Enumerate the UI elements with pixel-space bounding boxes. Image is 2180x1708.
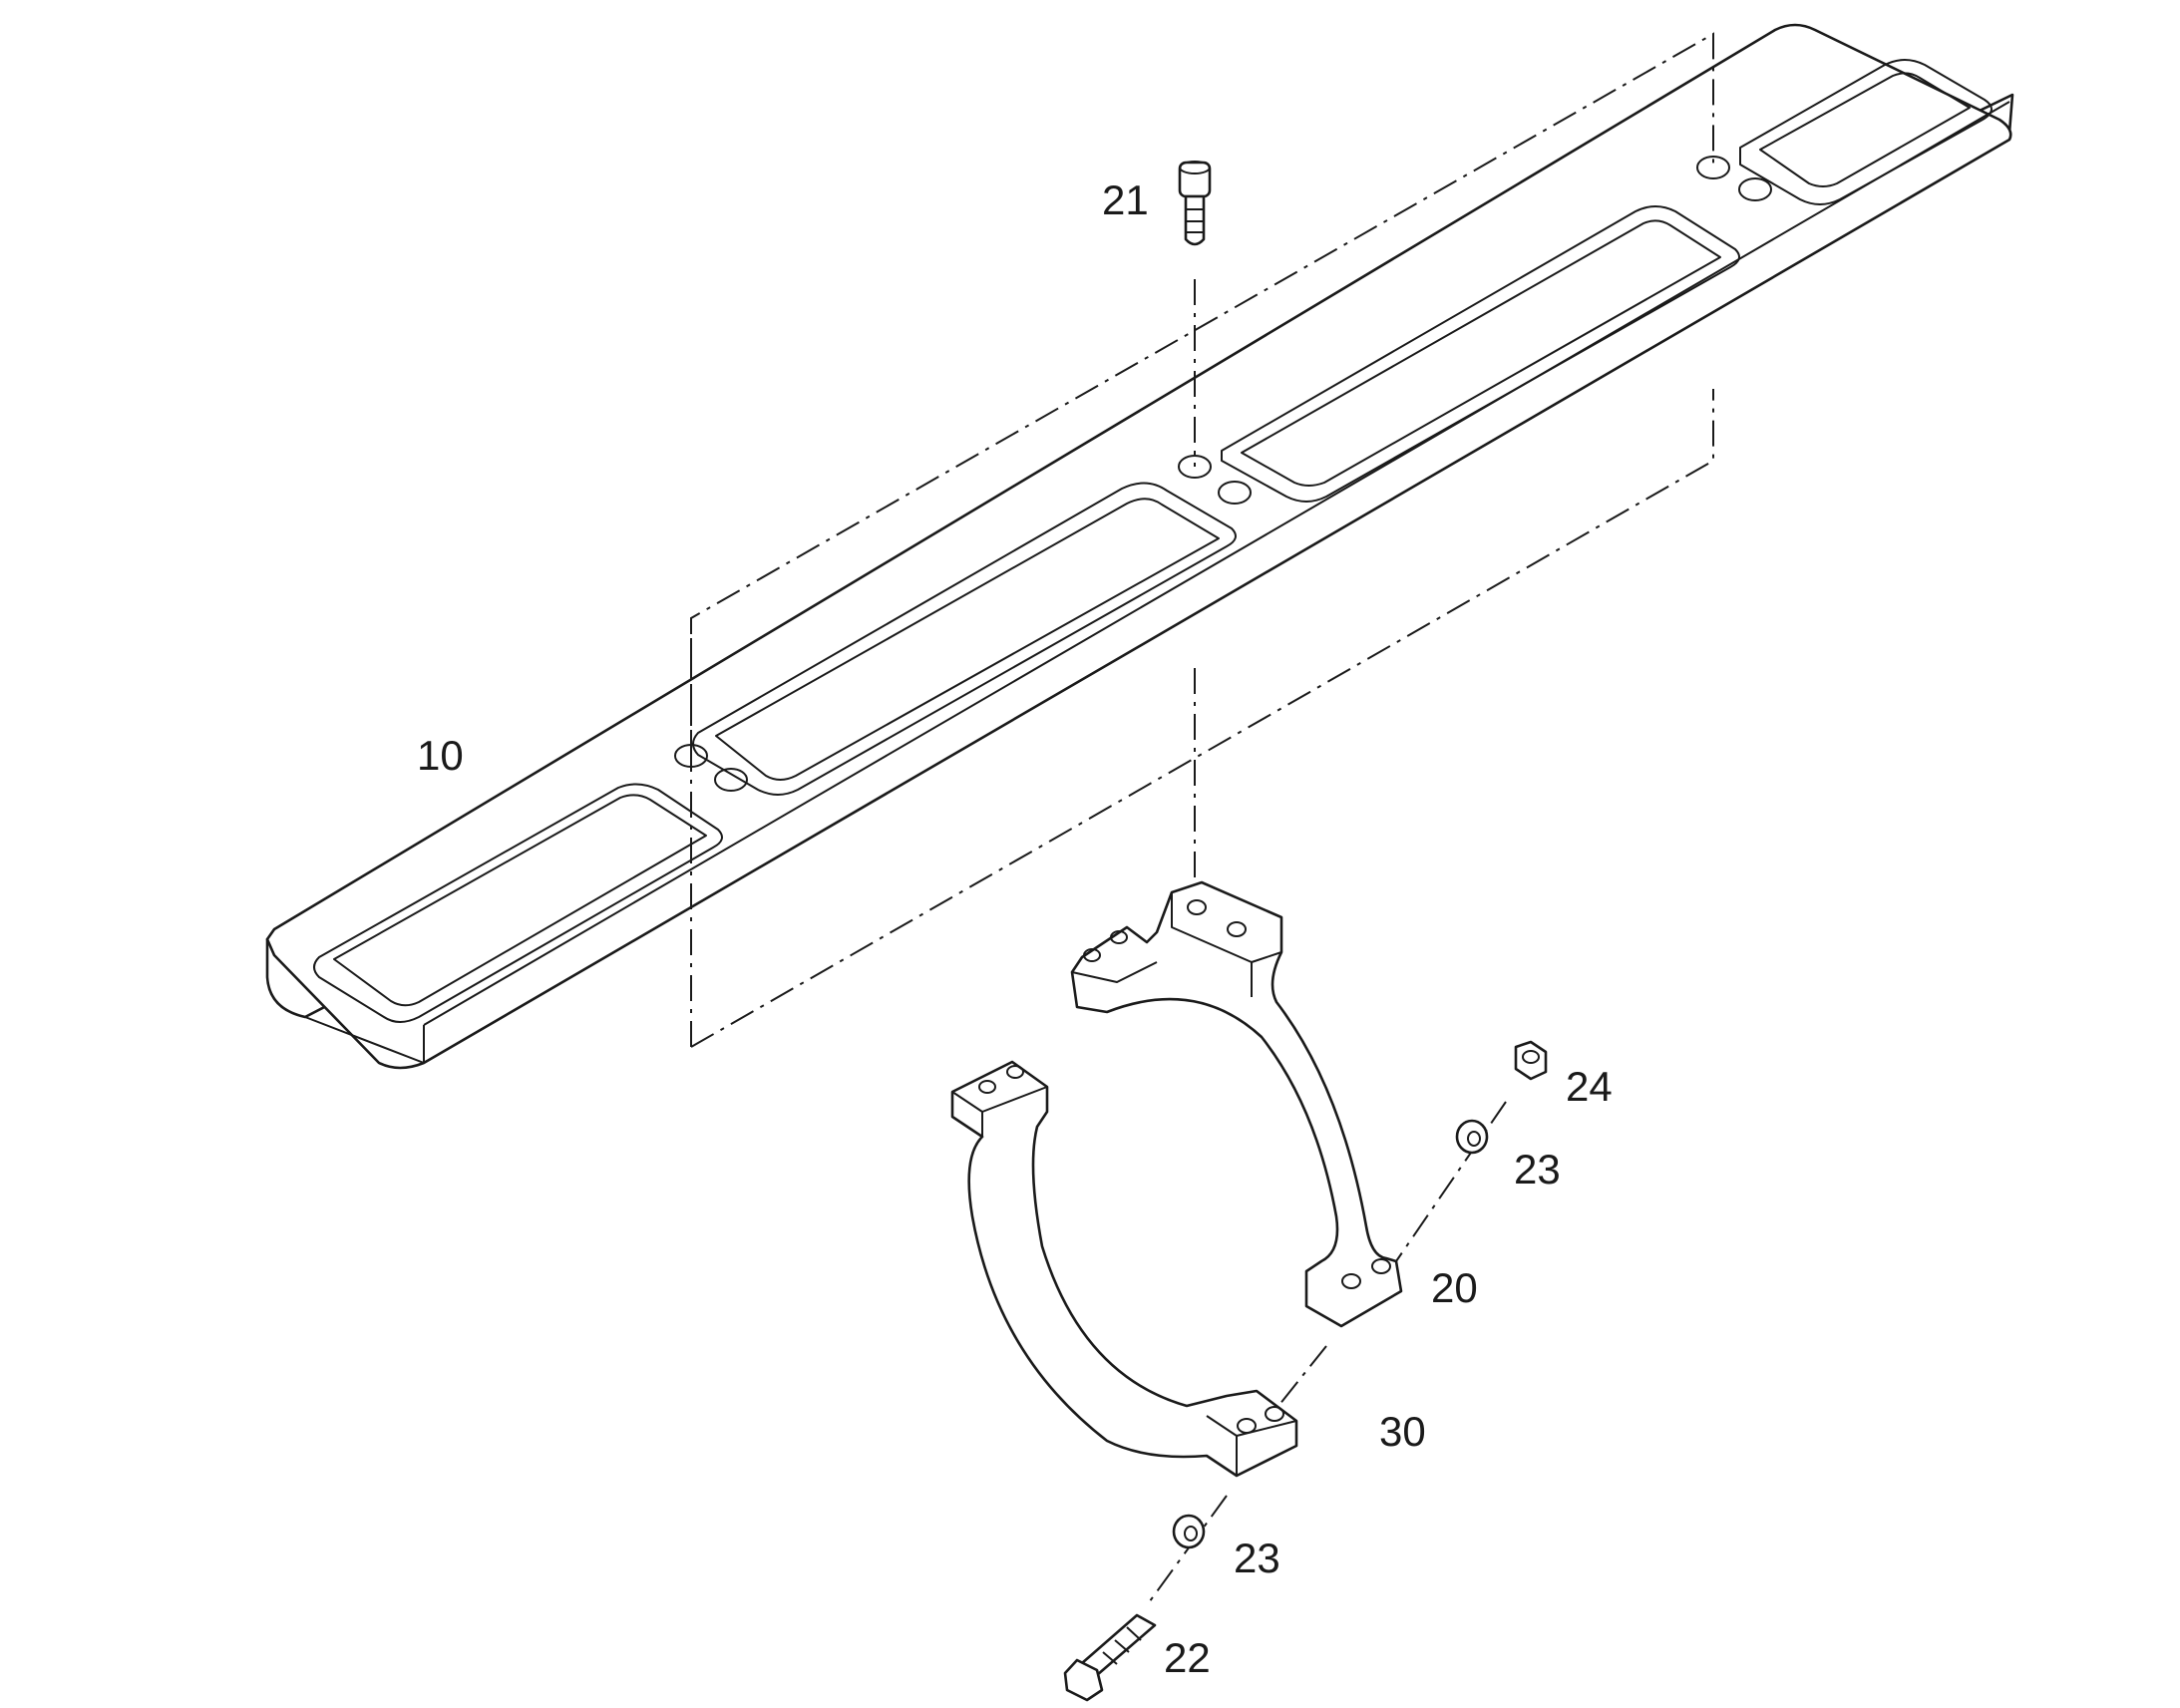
callout-22: 22 bbox=[1164, 1634, 1211, 1681]
mounting-rail-part-10 bbox=[265, 23, 2014, 1070]
callout-30: 30 bbox=[1379, 1408, 1426, 1455]
callout-20: 20 bbox=[1431, 1264, 1478, 1311]
washer-part-23-lower bbox=[1172, 1514, 1206, 1549]
washer-part-23-upper bbox=[1455, 1119, 1489, 1155]
socket-head-screw-part-21 bbox=[1178, 161, 1212, 246]
callout-10: 10 bbox=[417, 732, 464, 779]
upper-clamp-half-part-20 bbox=[1070, 880, 1403, 1328]
assembly-center-lines bbox=[690, 32, 1714, 1606]
callout-23-lower: 23 bbox=[1234, 1535, 1280, 1581]
lower-clamp-half-part-30 bbox=[950, 1060, 1298, 1478]
hex-nut-part-24 bbox=[1514, 1040, 1548, 1081]
callout-24: 24 bbox=[1566, 1063, 1613, 1110]
callout-23-upper: 23 bbox=[1514, 1146, 1561, 1193]
callout-21: 21 bbox=[1102, 176, 1149, 223]
hex-bolt-part-22 bbox=[1063, 1613, 1157, 1702]
callout-labels: 10 21 24 23 20 30 23 22 bbox=[417, 176, 1613, 1681]
